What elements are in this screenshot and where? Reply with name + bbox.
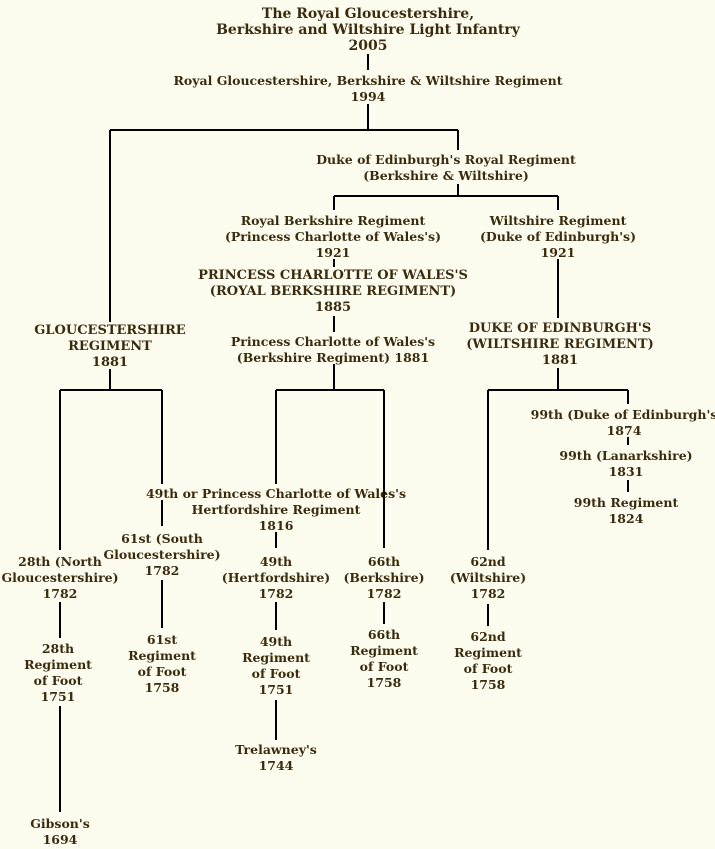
node-line: 49th [259,634,293,649]
node-99th-lanarkshire-1831: 99th (Lanarkshire)1831 [559,448,692,480]
node-line: 1758 [144,680,180,695]
node-royal-berkshire-regiment-1921: Royal Berkshire Regiment(Princess Charlo… [225,213,441,261]
node-line: 1782 [258,586,294,601]
node-line: 28th [41,641,75,656]
node-line: Royal Berkshire Regiment [240,213,426,228]
node-line: 99th Regiment [573,495,679,510]
node-line: (Hertfordshire) [221,570,331,585]
node-line: of Foot [137,664,187,679]
node-line: 1824 [608,511,644,526]
node-62nd-wiltshire-1782: 62nd(Wiltshire)1782 [450,554,526,602]
node-line: 61st (South [121,531,203,546]
node-line: Wiltshire Regiment [489,213,627,228]
node-line: 1885 [314,300,352,315]
node-line: of Foot [463,661,513,676]
node-line: 1782 [42,586,78,601]
node-line: (Berkshire & Wiltshire) [363,168,529,183]
node-line: (WILTSHIRE REGIMENT) [466,337,654,352]
node-line: Regiment [454,645,522,660]
node-line: (Duke of Edinburgh's) [480,229,636,244]
node-line: DUKE OF EDINBURGH'S [468,321,652,336]
node-line: Trelawney's [235,742,317,757]
node-line: 1782 [144,563,180,578]
node-line: of Foot [359,659,409,674]
node-line: 28th (North [18,554,102,569]
node-wiltshire-regiment-1921: Wiltshire Regiment(Duke of Edinburgh's)1… [480,213,636,261]
node-line: 1694 [42,832,78,847]
node-line: Berkshire and Wiltshire Light Infantry [216,22,520,38]
node-line: (Berkshire) [343,570,425,585]
node-line: 2005 [348,38,388,54]
node-line: 99th (Lanarkshire) [559,448,693,463]
node-line: of Foot [33,673,83,688]
node-line: 1994 [350,89,386,104]
node-66th-berkshire-1782: 66th(Berkshire)1782 [343,554,424,602]
node-line: 1831 [608,464,644,479]
node-line: Regiment [128,648,196,663]
node-line: Regiment [350,643,418,658]
node-line: (Berkshire Regiment) 1881 [236,350,430,365]
node-line: 1921 [540,245,576,260]
node-princess-charlotte-royal-berkshire-1885: PRINCESS CHARLOTTE OF WALES'S(ROYAL BERK… [198,268,468,316]
node-line: (Princess Charlotte of Wales's) [224,229,442,244]
node-line: The Royal Gloucestershire, [261,6,475,22]
node-line: Princess Charlotte of Wales's [230,334,436,349]
node-line: (Wiltshire) [449,570,527,585]
node-line: Hertfordshire Regiment [191,502,361,517]
node-line: 1921 [315,245,351,260]
node-line: Gibson's [30,816,90,831]
node-49th-hertfordshire-1782: 49th(Hertfordshire)1782 [222,554,330,602]
node-line: 62nd [470,629,506,644]
node-line: 1881 [91,355,129,370]
node-line: Duke of Edinburgh's Royal Regiment [316,152,576,167]
node-royal-glos-berks-wilts-li-2005: The Royal Gloucestershire,Berkshire and … [216,6,520,54]
node-line: 1744 [258,758,294,773]
node-duke-of-edinburghs-wiltshire-regiment-1881: DUKE OF EDINBURGH'S(WILTSHIRE REGIMENT)1… [466,321,653,369]
node-line: Gloucestershire) [103,547,221,562]
node-line: GLOUCESTERSHIRE [34,323,186,338]
node-line: Regiment [242,650,310,665]
node-line: 1758 [470,677,506,692]
node-line: 62nd [470,554,506,569]
node-line: 1751 [258,682,294,697]
node-line: 1751 [40,689,76,704]
node-line: Regiment [24,657,92,672]
node-line: 1782 [366,586,402,601]
node-line: REGIMENT [68,339,152,354]
node-line: of Foot [251,666,301,681]
node-line: Gloucestershire) [1,570,119,585]
node-line: PRINCESS CHARLOTTE OF WALES'S [198,268,468,283]
node-princess-charlotte-berkshire-regiment-1881: Princess Charlotte of Wales's(Berkshire … [231,334,435,366]
node-line: 61st [146,632,178,647]
node-line: 66th [367,627,401,642]
node-line: 1874 [606,423,642,438]
node-line: (ROYAL BERKSHIRE REGIMENT) [209,284,457,299]
node-line: 1816 [258,518,294,533]
node-line: 99th (Duke of Edinburgh's [530,407,715,422]
node-royal-glos-berks-wilts-regiment-1994: Royal Gloucestershire, Berkshire & Wilts… [174,73,563,105]
node-line: 1758 [366,675,402,690]
node-line: 1782 [470,586,506,601]
node-duke-of-edinburghs-royal-regiment: Duke of Edinburgh's Royal Regiment(Berks… [316,152,576,184]
node-line: 49th or Princess Charlotte of Wales's [145,486,407,501]
node-line: 66th [367,554,401,569]
node-line: 1881 [541,353,579,368]
node-line: 49th [259,554,293,569]
node-line: Royal Gloucestershire, Berkshire & Wilts… [173,73,563,88]
